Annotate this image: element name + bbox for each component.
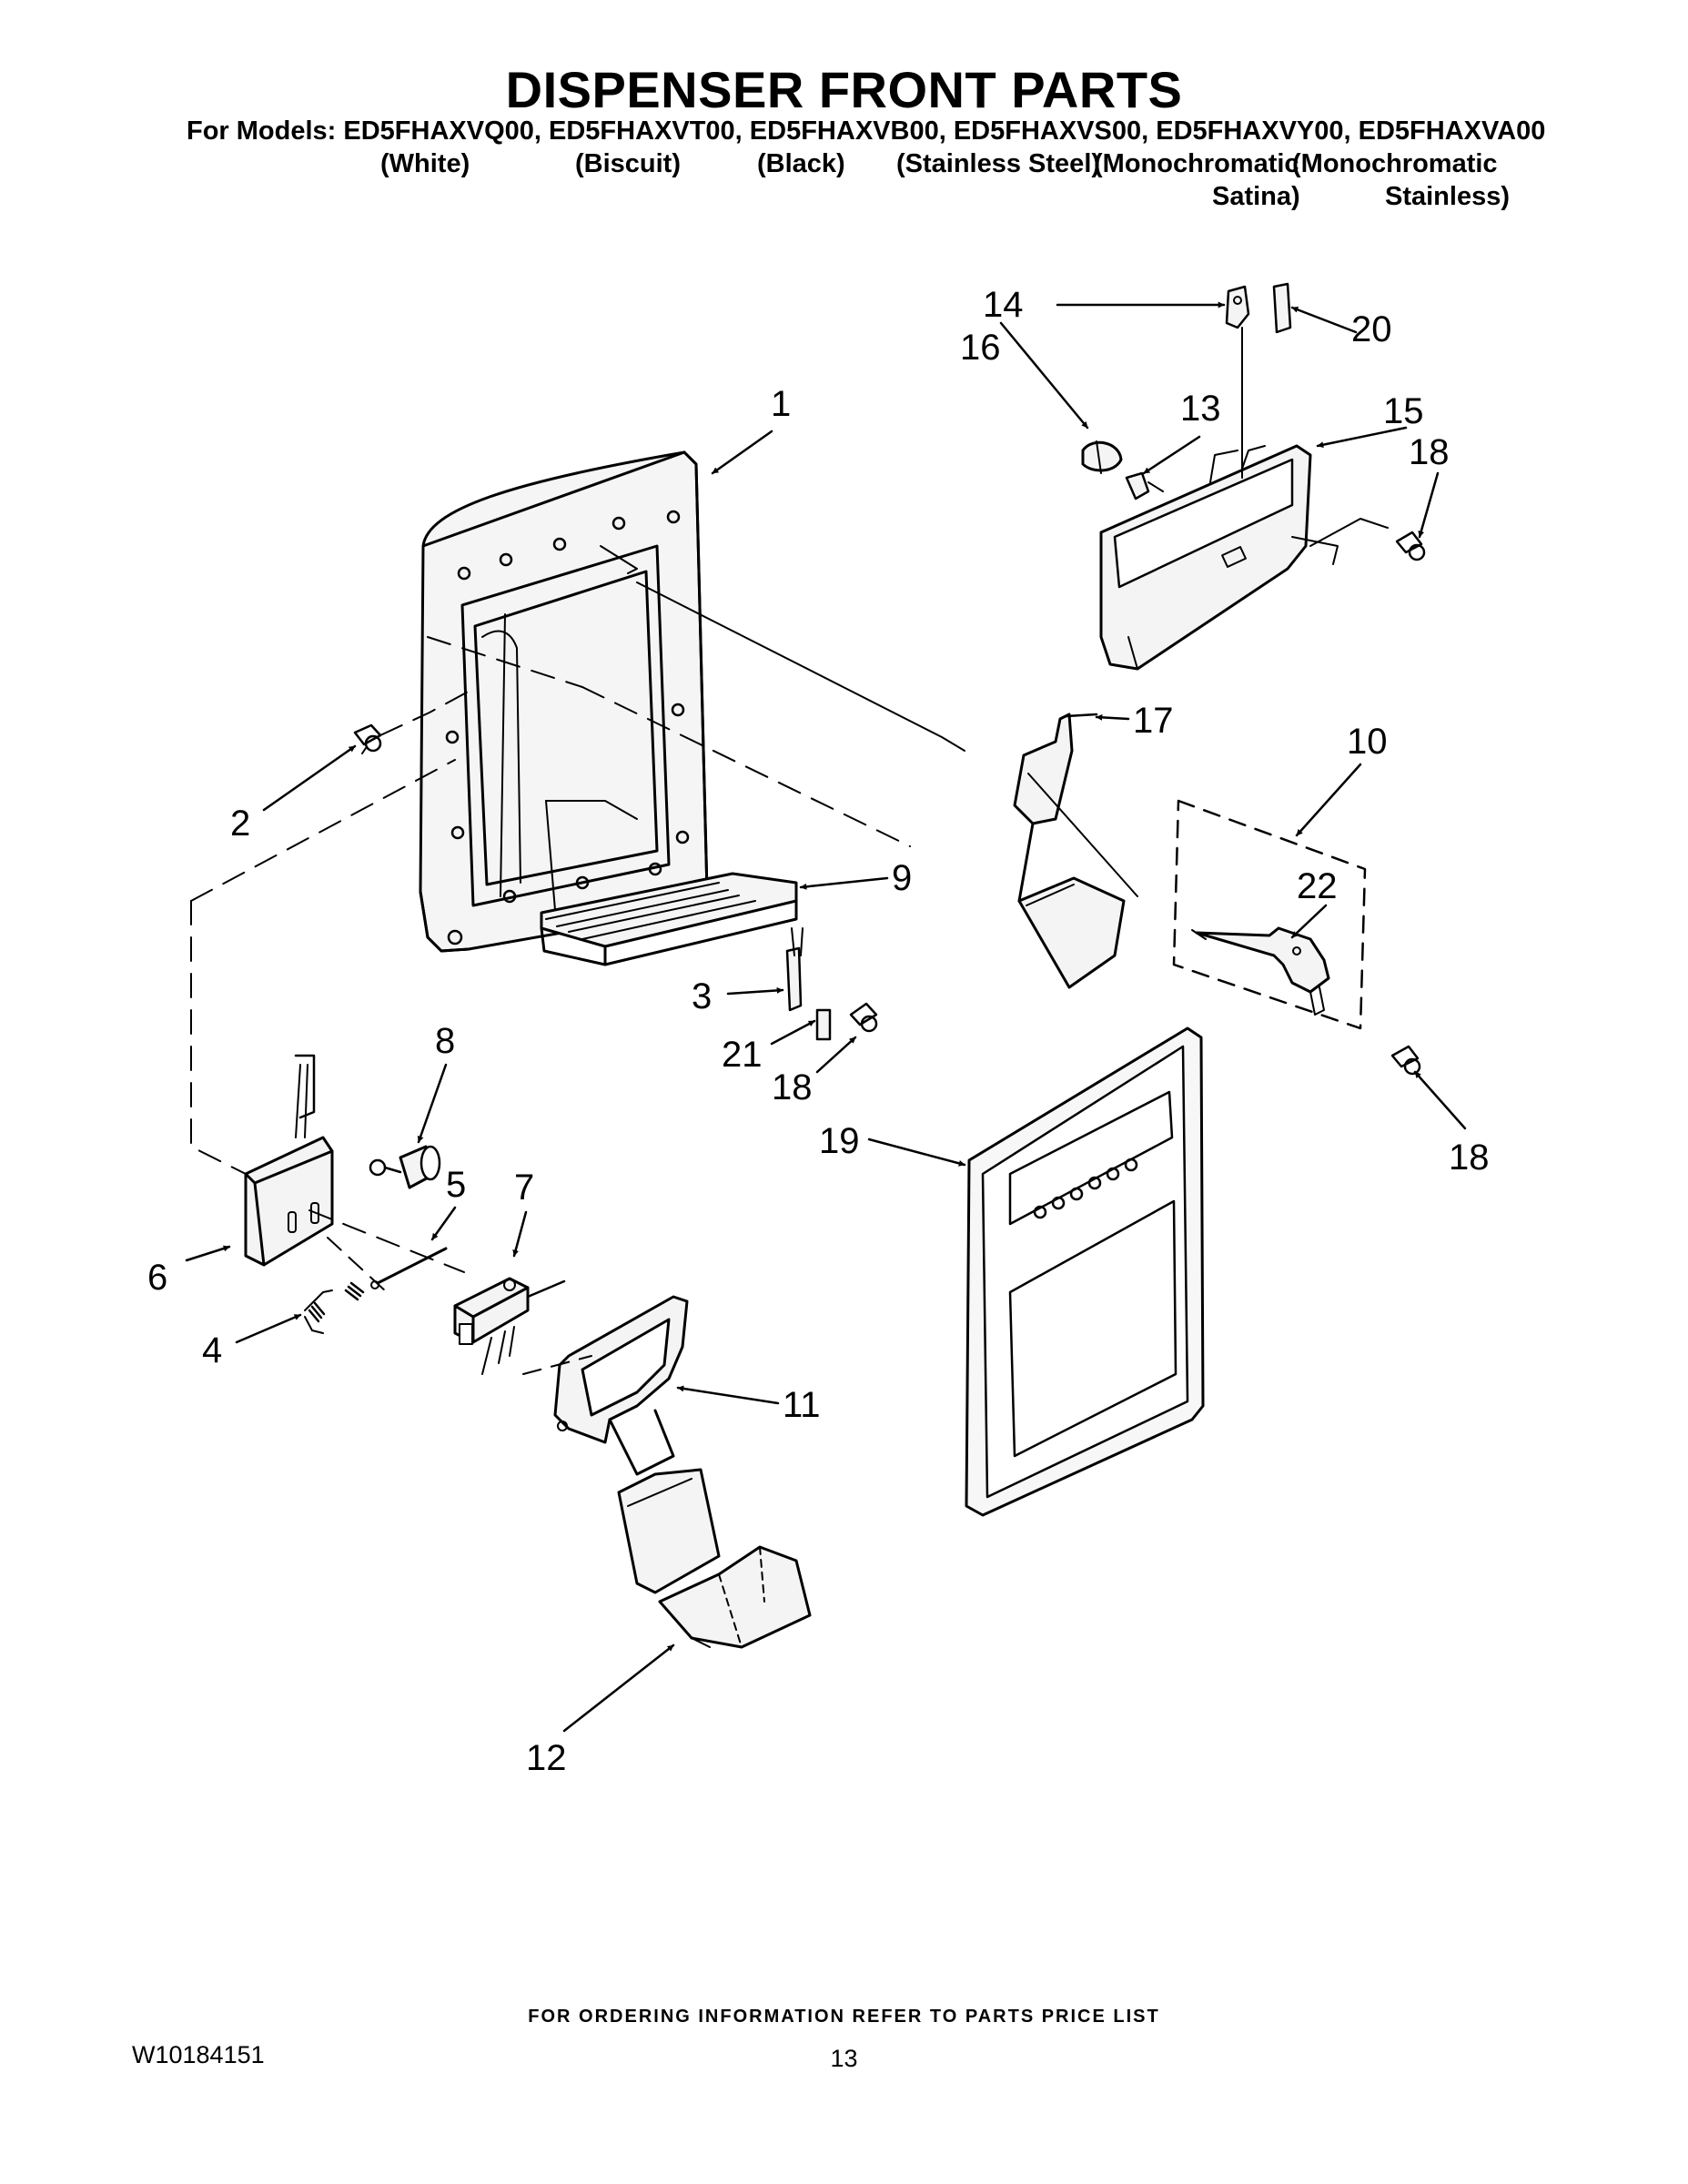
callout-19: 19 [819,1121,860,1161]
leader-arrows [185,301,1467,1733]
part-7-switch [453,1277,566,1375]
callout-15: 15 [1383,391,1424,431]
callout-9: 9 [892,858,912,898]
variant-monochromatic-satina: (Monochromatic [1094,149,1299,178]
assembly-lines [190,518,1389,1375]
part-15-bracket [1099,444,1339,671]
part-4-springs [304,1281,365,1334]
part-9-drip-tray [540,872,798,966]
part-21-spacer [815,1008,832,1041]
models-line: For Models: ED5FHAXVQ00, ED5FHAXVT00, ED… [187,116,1546,146]
part-5-pin [370,1247,448,1289]
part-3-clip [785,927,804,1012]
callout-11: 11 [783,1385,821,1425]
part-18-screw-b [1390,1045,1421,1076]
part-11-ice-lever [553,1295,721,1594]
part-16-lamp-cover [1081,440,1123,474]
callout-21: 21 [722,1035,763,1075]
page-title: DISPENSER FRONT PARTS [505,61,1183,118]
callout-18-right: 18 [1449,1138,1490,1178]
callout-10: 10 [1347,722,1388,762]
callout-8: 8 [435,1021,455,1061]
part-8-solenoid [369,1145,441,1189]
callout-2: 2 [230,804,250,844]
callout-labels: 1 2 3 4 5 6 7 8 9 10 11 12 13 14 15 16 1… [147,285,1490,1778]
part-20-plate [1272,282,1292,334]
callout-16: 16 [960,328,1001,368]
variant-biscuit: (Biscuit) [575,149,681,178]
variant-white: (White) [380,149,470,178]
variant-stainless-steel: (Stainless Steel) [896,149,1101,178]
part-19-cover-panel [965,1026,1205,1517]
part-12-ice-cup [658,1545,812,1649]
part-1-dispenser-housing [419,450,709,953]
callout-1: 1 [771,384,791,424]
variant-monochromatic-satina-line2: Satina) [1212,182,1300,211]
document-number: W10184151 [132,2041,265,2068]
part-6-module [244,1054,334,1267]
variant-monochromatic-stainless-line2: Stainless) [1385,182,1510,211]
callout-14: 14 [983,285,1024,325]
variant-black: (Black) [757,149,845,178]
callout-3: 3 [692,976,712,1016]
part-18-screw-a [849,1002,878,1033]
part-18-screw-c [1395,531,1426,561]
callout-18-mid: 18 [772,1067,813,1107]
callout-6: 6 [147,1258,167,1298]
ordering-note: FOR ORDERING INFORMATION REFER TO PARTS … [528,2007,1160,2027]
callout-18-top: 18 [1409,432,1450,472]
part-13-bulb [1125,471,1164,500]
callout-20: 20 [1351,309,1392,349]
callout-7: 7 [514,1168,534,1208]
callout-13: 13 [1180,389,1221,429]
callout-22: 22 [1297,866,1338,906]
callout-5: 5 [446,1165,466,1205]
part-14-switch [1225,285,1250,479]
page-number: 13 [830,2045,858,2072]
variant-monochromatic-stainless: (Monochromatic [1292,149,1498,178]
part-10-group [1172,799,1367,1030]
part-17-water-lever [1013,713,1126,989]
callout-4: 4 [202,1330,222,1370]
part-2-screw [353,723,382,754]
callout-17: 17 [1133,701,1174,741]
callout-12: 12 [526,1738,567,1778]
